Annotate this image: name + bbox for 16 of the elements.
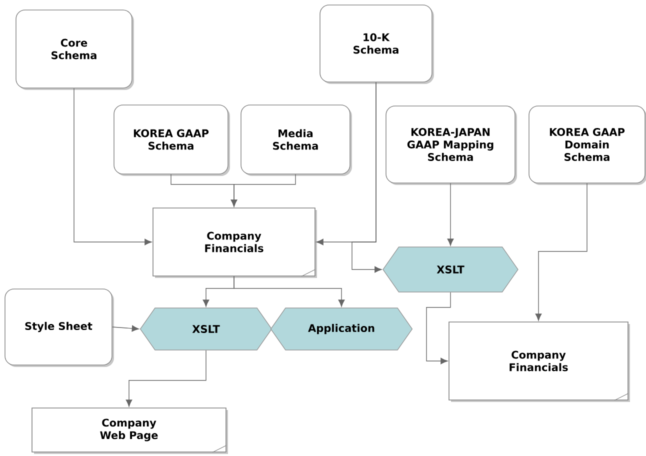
schema-box: KOREA GAAP Schema: [114, 104, 230, 176]
schema-box: Style Sheet: [4, 288, 114, 367]
arrow: [112, 325, 139, 332]
schema-box: Core Schema: [16, 10, 134, 90]
arrow: [352, 82, 382, 273]
schema-box: KOREA GAAP Domain Schema: [528, 106, 646, 185]
arrow: [230, 174, 296, 207]
schema-box: 10-K Schema: [320, 4, 434, 84]
arrow: [426, 292, 451, 364]
arrow: [74, 88, 152, 246]
schema-box: KOREA-JAPAN GAAP Mapping Schema: [386, 106, 517, 185]
arrow: [234, 276, 345, 307]
arrow: [535, 183, 588, 321]
schema-box: Media Schema: [240, 104, 352, 176]
arrow: [447, 183, 454, 246]
arrow: [126, 350, 206, 407]
